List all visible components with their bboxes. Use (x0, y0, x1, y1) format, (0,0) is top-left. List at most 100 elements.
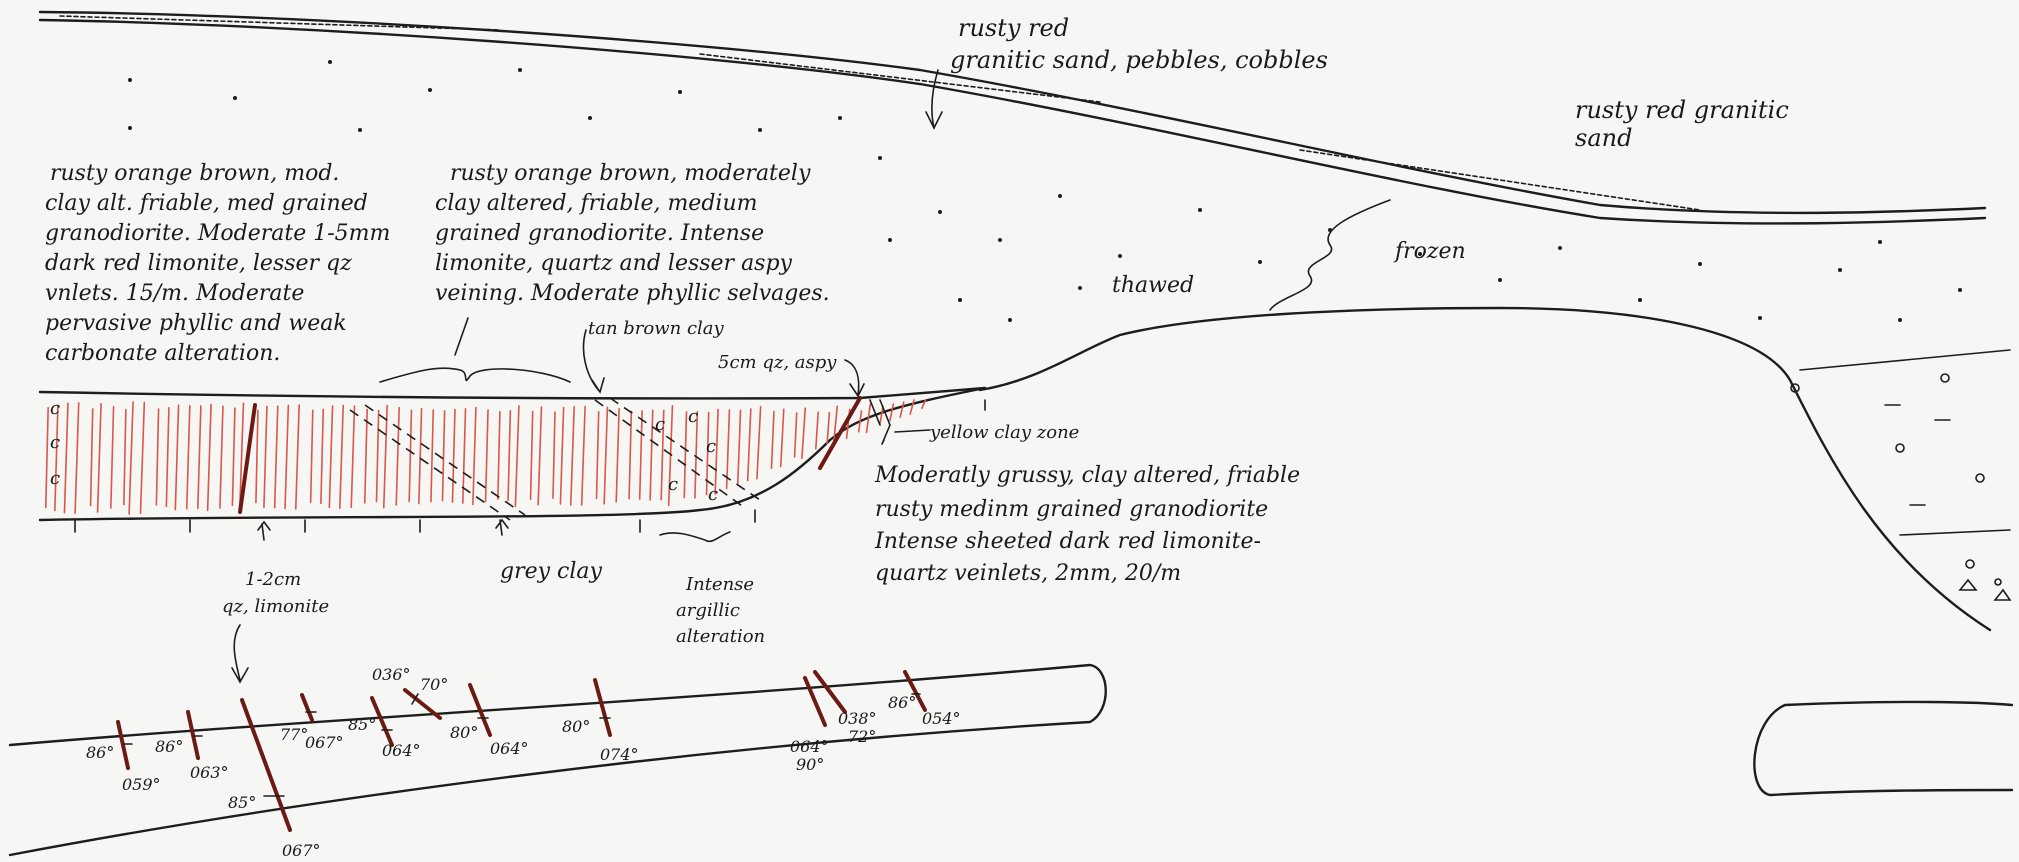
limonite-veinlet (816, 412, 818, 449)
svg-text:064°: 064° (382, 741, 421, 760)
svg-text:86°: 86° (155, 737, 183, 756)
svg-text:c: c (668, 474, 678, 495)
limonite-veinlet (508, 411, 510, 501)
limonite-veinlet (55, 405, 58, 510)
limonite-veinlet (452, 410, 455, 502)
limonite-veinlet (900, 402, 904, 417)
limonite-veinlet (498, 412, 500, 499)
limonite-veinlet (560, 407, 563, 503)
svg-text:c: c (50, 432, 60, 453)
limonite-veinlet (365, 409, 367, 502)
limonite-veinlet (802, 408, 805, 458)
limonite-veinlet (264, 406, 267, 507)
svg-text:72°: 72° (848, 727, 876, 746)
svg-text:064°: 064° (790, 737, 829, 756)
svg-text:c: c (50, 398, 60, 419)
limonite-veinlet (531, 411, 533, 499)
limonite-veinlet (396, 408, 399, 505)
svg-text:c: c (50, 468, 60, 489)
limonite-veinlet (285, 405, 288, 508)
limonite-veinlet (175, 405, 178, 509)
svg-text:038°: 038° (838, 709, 877, 728)
limonite-veinlets (46, 400, 926, 514)
limonite-veinlet (538, 407, 541, 505)
limonite-veinlet (321, 409, 323, 503)
limonite-veinlet (827, 413, 829, 444)
limonite-veinlet (553, 412, 555, 498)
limonite-veinlet (596, 412, 598, 499)
limonite-veinlet (442, 411, 444, 501)
limonite-veinlet (650, 410, 653, 500)
label-tan-clay: tan brown clay (588, 318, 725, 339)
limonite-veinlet (616, 409, 619, 502)
limonite-veinlet (198, 406, 201, 509)
svg-text:85°: 85° (348, 715, 376, 734)
label-thawed: thawed (1112, 273, 1194, 298)
limonite-veinlet (46, 408, 48, 508)
svg-text:c: c (706, 436, 716, 457)
limonite-veinlet (275, 406, 278, 507)
label-grey-clay: grey clay (500, 559, 603, 584)
limonite-veinlet (91, 409, 93, 506)
svg-text:064°: 064° (490, 739, 529, 758)
limonite-veinlet (409, 410, 411, 501)
svg-text:80°: 80° (450, 723, 478, 742)
limonite-veinlet (419, 409, 422, 504)
gravel-arrow (932, 70, 938, 128)
limonite-veinlet (748, 409, 751, 481)
svg-text:054°: 054° (922, 709, 961, 728)
limonite-veinlet (604, 407, 607, 503)
limonite-veinlet (473, 408, 476, 505)
limonite-veinlet (129, 402, 133, 514)
major-vein-2 (820, 398, 860, 468)
limonite-veinlet (166, 408, 169, 507)
limonite-veinlet (890, 404, 893, 420)
limonite-veinlet (738, 410, 741, 483)
limonite-veinlet (75, 403, 79, 513)
limonite-veinlet (232, 408, 235, 505)
limonite-veinlet (98, 404, 101, 512)
limonite-veinlet (640, 411, 642, 499)
svg-text:c: c (688, 406, 698, 427)
limonite-veinlet (111, 407, 114, 508)
label-frozen: frozen (1393, 239, 1466, 264)
pebble-line-2 (1900, 530, 2010, 535)
limonite-veinlet (431, 410, 433, 502)
limonite-veinlet (208, 404, 211, 510)
label-right-sand: rusty red granitic sand (1575, 96, 1796, 152)
limonite-veinlet (571, 407, 574, 505)
limonite-veinlet (781, 409, 784, 466)
pebble-line-1 (1800, 350, 2010, 370)
label-qz-aspy: 5cm qz, aspy (718, 352, 837, 373)
label-argillic: Intense argillic alteration (676, 574, 765, 647)
limonite-veinlet (187, 406, 190, 509)
svg-text:063°: 063° (190, 763, 229, 782)
svg-text:059°: 059° (122, 775, 161, 794)
limonite-veinlet (771, 411, 774, 468)
limonite-veinlet (384, 406, 387, 508)
svg-text:90°: 90° (796, 755, 824, 774)
limonite-veinlet (220, 406, 223, 508)
limonite-veinlet (296, 405, 299, 509)
limonite-veinlet (515, 406, 519, 506)
svg-text:074°: 074° (600, 745, 639, 764)
limonite-veinlet (340, 405, 343, 508)
limonite-veinlet (880, 406, 883, 423)
limonite-veinlet (486, 410, 488, 502)
trench-bottom (40, 388, 985, 520)
limonite-veinlet (329, 406, 332, 507)
limonite-veinlet (684, 412, 686, 498)
limonite-veinlet (910, 400, 914, 414)
limonite-veinlet (311, 410, 313, 502)
limonite-veinlet (795, 413, 797, 457)
limonite-veinlet (351, 406, 354, 507)
svg-text:c: c (708, 484, 718, 505)
svg-text:c: c (655, 414, 665, 435)
limonite-veinlet (140, 403, 144, 514)
svg-text:036°: 036° (372, 665, 411, 684)
limonite-veinlet (582, 407, 585, 505)
limonite-veinlet (64, 403, 68, 512)
limonite-veinlet (124, 410, 126, 505)
svg-text:067°: 067° (282, 841, 321, 860)
